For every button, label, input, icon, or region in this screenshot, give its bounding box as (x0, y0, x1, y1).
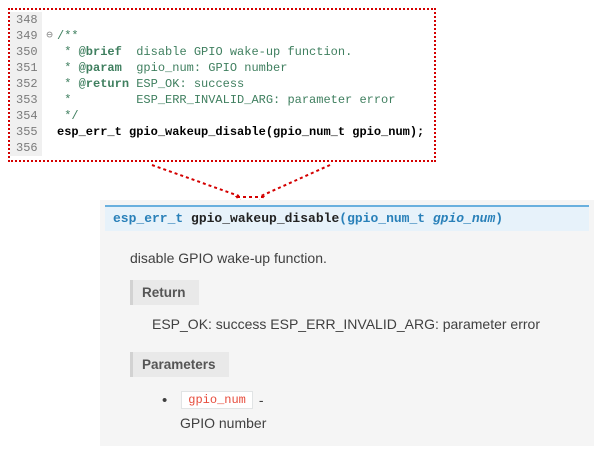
doc-tag: @param (78, 61, 122, 75)
line-number: 353 (10, 92, 42, 108)
line-number: 350 (10, 44, 42, 60)
fold-marker-icon (42, 76, 57, 92)
code-text: */ (57, 109, 79, 123)
paren-close: ) (495, 211, 504, 226)
code-text: /** (57, 29, 79, 43)
code-text: * (57, 45, 79, 59)
bullet-icon: • (162, 391, 168, 409)
fold-collapse-icon[interactable]: ⊖ (46, 30, 53, 42)
code-text: * (57, 61, 79, 75)
code-text: ESP_ERR_INVALID_ARG: parameter error (136, 93, 396, 107)
code-text: disable GPIO wake-up function. (121, 45, 353, 59)
paren-open: ( (339, 211, 348, 226)
code-line: 356 (10, 140, 434, 156)
code-line: 349 ⊖ /** (10, 28, 434, 44)
parameter-list-item: • gpio_num - (162, 391, 264, 409)
code-text: * (57, 93, 137, 107)
parameter-separator: - (258, 392, 264, 408)
function-description: disable GPIO wake-up function. (130, 250, 327, 266)
return-type-link[interactable]: esp_err_t (113, 211, 184, 226)
line-number: 355 (10, 124, 42, 140)
line-number: 356 (10, 140, 42, 156)
code-line: 354 */ (10, 108, 434, 124)
return-section-label: Return (130, 280, 199, 305)
fold-marker-icon (42, 140, 57, 156)
code-line: 355 esp_err_t gpio_wakeup_disable(gpio_n… (10, 124, 434, 140)
function-declaration: esp_err_t gpio_wakeup_disable(gpio_num_t… (57, 125, 425, 139)
fold-marker-icon (42, 12, 57, 28)
code-line: 352 * @return ESP_OK: success (10, 76, 434, 92)
param-name: gpio_num (425, 211, 496, 226)
code-editor[interactable]: 348 349 ⊖ /** 350 * @brief disable GPIO … (8, 8, 436, 162)
code-line: 348 (10, 12, 434, 28)
code-text: gpio_num: GPIO number (121, 61, 288, 75)
fold-marker-icon (42, 108, 57, 124)
function-signature: esp_err_t gpio_wakeup_disable(gpio_num_t… (105, 205, 589, 231)
parameter-description: GPIO number (180, 415, 267, 431)
code-line: 351 * @param gpio_num: GPIO number (10, 60, 434, 76)
line-number: 354 (10, 108, 42, 124)
fold-marker-icon (42, 60, 57, 76)
code-line: 353 * ESP_ERR_INVALID_ARG: parameter err… (10, 92, 434, 108)
line-number: 351 (10, 60, 42, 76)
parameter-name-chip: gpio_num (181, 391, 253, 409)
return-section-text: ESP_OK: success ESP_ERR_INVALID_ARG: par… (152, 316, 540, 332)
line-number: 352 (10, 76, 42, 92)
code-line: 350 * @brief disable GPIO wake-up functi… (10, 44, 434, 60)
parameters-section-label: Parameters (130, 352, 229, 377)
line-number: 349 (10, 28, 42, 44)
doc-tag: @brief (78, 45, 122, 59)
fold-marker-icon (42, 44, 57, 60)
doc-tag: @return (78, 77, 130, 91)
fold-marker-icon (42, 124, 57, 140)
function-name: gpio_wakeup_disable (183, 211, 340, 226)
param-type-link[interactable]: gpio_num_t (347, 211, 426, 226)
line-number: 348 (10, 12, 42, 28)
code-text: ESP_OK: success (129, 77, 245, 91)
code-text: * (57, 77, 79, 91)
doc-panel: esp_err_t gpio_wakeup_disable(gpio_num_t… (100, 200, 594, 446)
fold-marker-icon (42, 92, 57, 108)
